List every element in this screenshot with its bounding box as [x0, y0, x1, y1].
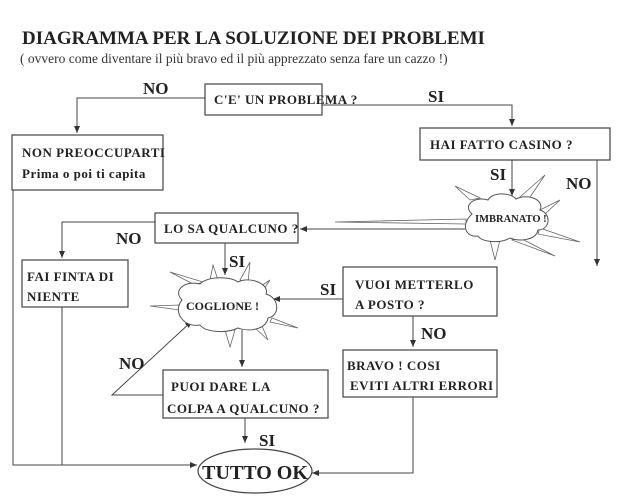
node-coglione-cloud: COGLIONE !: [149, 261, 299, 349]
edge-problema-si: [322, 104, 515, 126]
node-tutto-ok-text: TUTTO OK: [202, 462, 308, 484]
node-bravo-text-1: BRAVO ! COSI: [347, 358, 441, 373]
node-fai-finta-text-2: NIENTE: [27, 289, 80, 304]
label-problema-no: NO: [143, 79, 169, 98]
node-puoi: PUOI DARE LA COLPA A QUALCUNO ?: [162, 369, 329, 419]
node-vuoi-text-2: A POSTO ?: [355, 297, 425, 312]
node-vuoi-text-1: VUOI METTERLO: [355, 277, 474, 292]
edge-puoi-no: [110, 320, 193, 396]
label-vuoi-si: SI: [320, 280, 336, 299]
node-bravo: BRAVO ! COSI EVITI ALTRI ERRORI: [342, 349, 498, 398]
diagram-title: DIAGRAMMA PER LA SOLUZIONE DEI PROBLEMI: [22, 28, 485, 49]
edge-nonpreoccuparti-ok: [12, 190, 197, 468]
label-losa-si: SI: [229, 252, 245, 271]
node-imbranato-text: IMBRANATO !: [475, 214, 547, 225]
node-lo-sa-text: LO SA QUALCUNO ?: [164, 221, 299, 236]
label-casino-no: NO: [566, 174, 592, 193]
node-fai-finta: FAI FINTA DI NIENTE: [21, 259, 129, 308]
node-casino-text: HAI FATTO CASINO ?: [430, 137, 573, 152]
label-vuoi-no: NO: [421, 324, 447, 343]
edge-bravo-ok: [312, 397, 414, 476]
node-casino: HAI FATTO CASINO ?: [419, 127, 611, 161]
diagram-subtitle: ( ovvero come diventare il più bravo ed …: [20, 51, 448, 66]
label-puoi-si: SI: [259, 431, 275, 450]
node-fai-finta-text-1: FAI FINTA DI: [27, 269, 114, 284]
node-bravo-text-2: EVITI ALTRI ERRORI: [350, 378, 494, 393]
label-puoi-no: NO: [119, 354, 145, 373]
node-lo-sa: LO SA QUALCUNO ?: [154, 212, 299, 244]
node-puoi-text-2: COLPA A QUALCUNO ?: [167, 401, 320, 416]
edge-problema-no: [74, 97, 205, 133]
label-problema-si: SI: [428, 87, 444, 106]
node-problema-text: C'E' UN PROBLEMA ?: [214, 92, 358, 107]
node-coglione-text: COGLIONE !: [186, 299, 259, 313]
node-imbranato-cloud: IMBRANATO !: [334, 174, 581, 261]
node-tutto-ok: TUTTO OK: [197, 448, 313, 494]
node-puoi-text-1: PUOI DARE LA: [171, 379, 271, 394]
edge-losa-no: [59, 221, 155, 258]
node-problema: C'E' UN PROBLEMA ?: [204, 83, 358, 116]
node-non-preoccuparti-text-2: Prima o poi ti capita: [22, 166, 146, 181]
label-casino-si: SI: [490, 165, 506, 184]
edge-labels: NO SI SI NO NO SI SI NO NO SI: [116, 79, 592, 450]
node-vuoi: VUOI METTERLO A POSTO ?: [342, 266, 498, 317]
label-losa-no: NO: [116, 229, 142, 248]
connectors: [12, 97, 600, 476]
node-non-preoccuparti: NON PREOCCUPARTI Prima o poi ti capita: [11, 134, 165, 191]
node-non-preoccuparti-text-1: NON PREOCCUPARTI: [22, 145, 165, 160]
